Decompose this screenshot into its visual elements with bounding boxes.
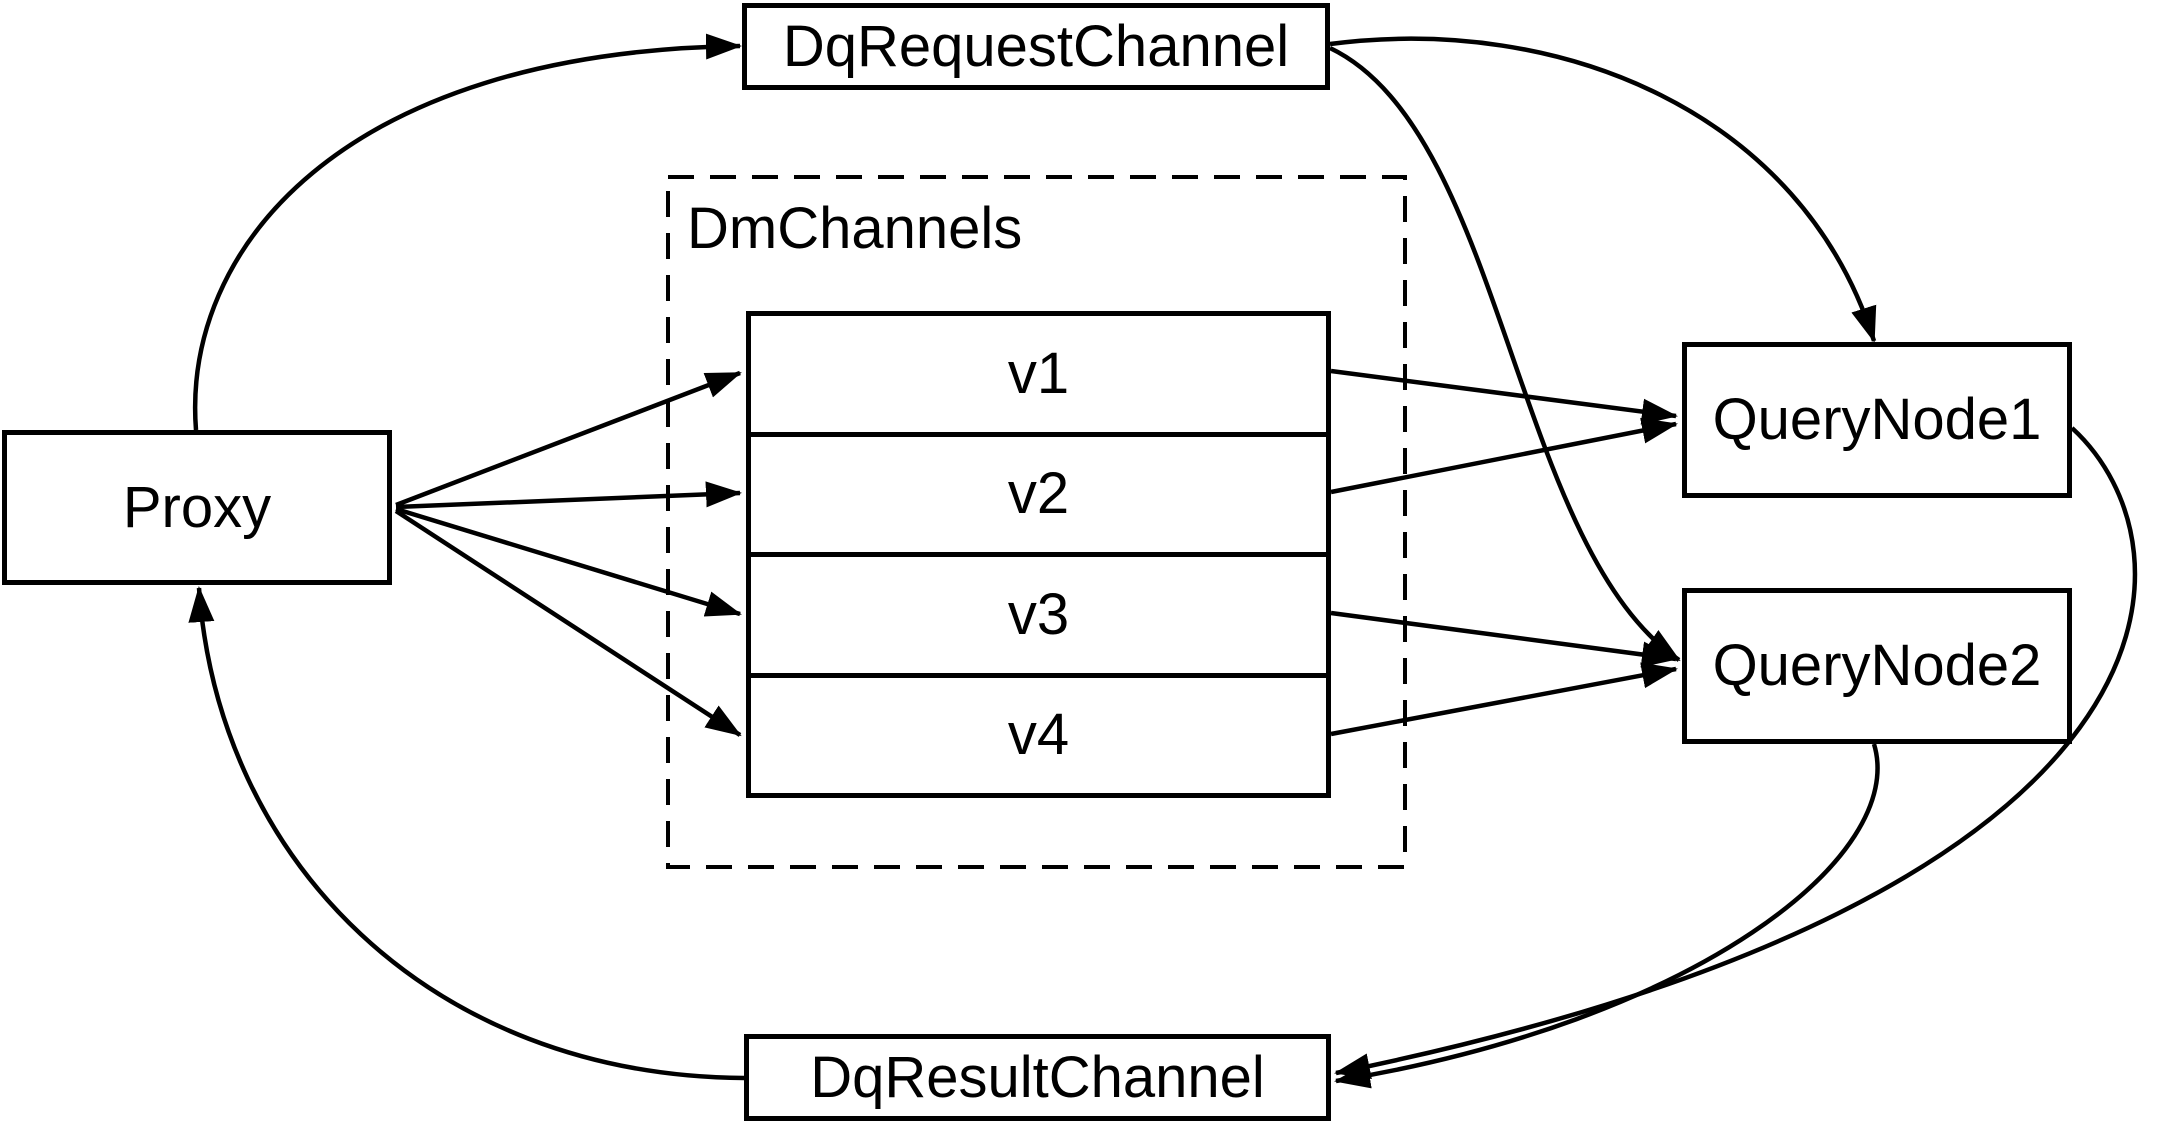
- channel-row-v2: v2: [751, 431, 1326, 553]
- dm-channels-group-label: DmChannels: [687, 196, 1023, 261]
- node-proxy: Proxy: [2, 430, 392, 585]
- edge-proxy-to-v1: [395, 370, 742, 508]
- node-dq-request-channel: DqRequestChannel: [742, 3, 1330, 90]
- node-query-node1-label: QueryNode1: [1712, 387, 2042, 452]
- node-dq-result-channel-label: DqResultChannel: [810, 1044, 1265, 1110]
- edge-proxy-to-dq-request-channel: [192, 33, 742, 431]
- channel-row-v1: v1: [1007, 340, 1070, 406]
- edge-dq-request-channel-to-query-node1: [1329, 36, 1877, 343]
- node-query-node1: QueryNode1: [1682, 342, 2072, 498]
- edge-dq-result-channel-to-proxy: [188, 586, 745, 1081]
- edge-proxy-to-v4: [394, 509, 742, 737]
- edge-proxy-to-v2: [395, 481, 742, 510]
- node-dq-result-channel: DqResultChannel: [744, 1034, 1331, 1121]
- edge-v3-to-query-node2: [1330, 610, 1678, 668]
- edge-proxy-to-v3: [395, 506, 742, 617]
- dm-channels-stack: v1 v2 v3 v4: [746, 311, 1331, 798]
- channel-row-v4: v4: [751, 672, 1326, 794]
- edge-v1-to-query-node1: [1330, 368, 1678, 425]
- node-query-node2: QueryNode2: [1682, 588, 2072, 744]
- channel-row-v3: v3: [751, 552, 1326, 673]
- node-proxy-label: Proxy: [122, 474, 272, 540]
- edge-dq-request-channel-to-query-node2: [1329, 45, 1681, 662]
- edge-query-node1-to-dq-result-channel: [1334, 426, 2138, 1079]
- edge-v4-to-query-node2: [1330, 662, 1678, 737]
- edge-v2-to-query-node1: [1330, 417, 1678, 495]
- node-dq-request-channel-label: DqRequestChannel: [782, 13, 1290, 79]
- edge-query-node2-to-dq-result-channel: [1334, 743, 1880, 1089]
- node-query-node2-label: QueryNode2: [1712, 633, 2042, 698]
